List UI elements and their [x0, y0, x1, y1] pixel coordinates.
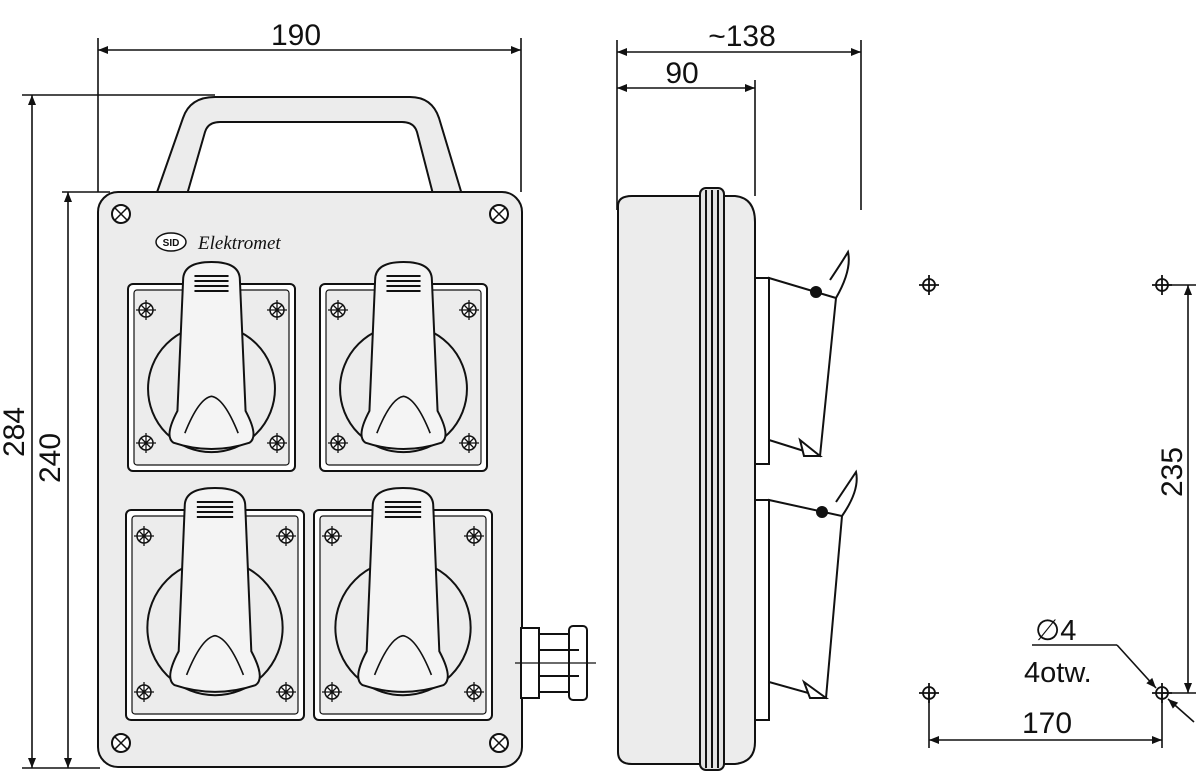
mounting-hole	[919, 275, 939, 295]
socket-lid	[169, 486, 261, 693]
corner-screw	[489, 204, 509, 224]
dim-mount-horizontal: 170	[1022, 707, 1072, 740]
module-screw	[464, 526, 484, 546]
socket-module	[127, 260, 296, 472]
enclosure-side	[617, 195, 756, 765]
socket-lid	[360, 260, 447, 450]
dim-depth-body: 90	[665, 57, 698, 90]
module-screw	[464, 682, 484, 702]
dim-hole-count: 4otw.	[1024, 657, 1092, 689]
module-screw	[459, 433, 479, 453]
dim-width-total: 190	[271, 19, 321, 52]
socket-module	[125, 486, 305, 721]
module-screw	[328, 433, 348, 453]
dim-height-body: 240	[34, 433, 67, 483]
module-screw	[134, 526, 154, 546]
socket-side-upper	[754, 249, 850, 465]
module-screw	[136, 433, 156, 453]
module-screw	[322, 682, 342, 702]
module-screw	[136, 300, 156, 320]
module-screw	[276, 526, 296, 546]
module-screw	[267, 433, 287, 453]
socket-side-lower	[754, 469, 858, 721]
module-screw	[328, 300, 348, 320]
dim-height-total: 284	[0, 407, 31, 457]
corner-screw	[111, 204, 131, 224]
socket-lid	[168, 260, 255, 450]
module-screw	[267, 300, 287, 320]
corner-screw	[111, 733, 131, 753]
socket-module	[313, 486, 493, 721]
dim-depth-total: ~138	[708, 20, 776, 53]
corner-screw	[489, 733, 509, 753]
dimension-lines	[22, 38, 1196, 769]
socket-lid	[357, 486, 449, 693]
front-view: SID Elektromet	[97, 96, 596, 768]
module-screw	[459, 300, 479, 320]
cable-gland	[515, 625, 596, 701]
socket-module	[319, 260, 488, 472]
module-screw	[134, 682, 154, 702]
dim-mount-vertical: 235	[1156, 447, 1189, 497]
module-screw	[322, 526, 342, 546]
brand-name: Elektromet	[197, 233, 281, 254]
dim-hole-diameter: ∅4	[1035, 615, 1076, 647]
side-view	[617, 187, 858, 771]
sid-logo-text: SID	[163, 238, 180, 249]
sid-logo	[155, 232, 187, 252]
module-screw	[276, 682, 296, 702]
